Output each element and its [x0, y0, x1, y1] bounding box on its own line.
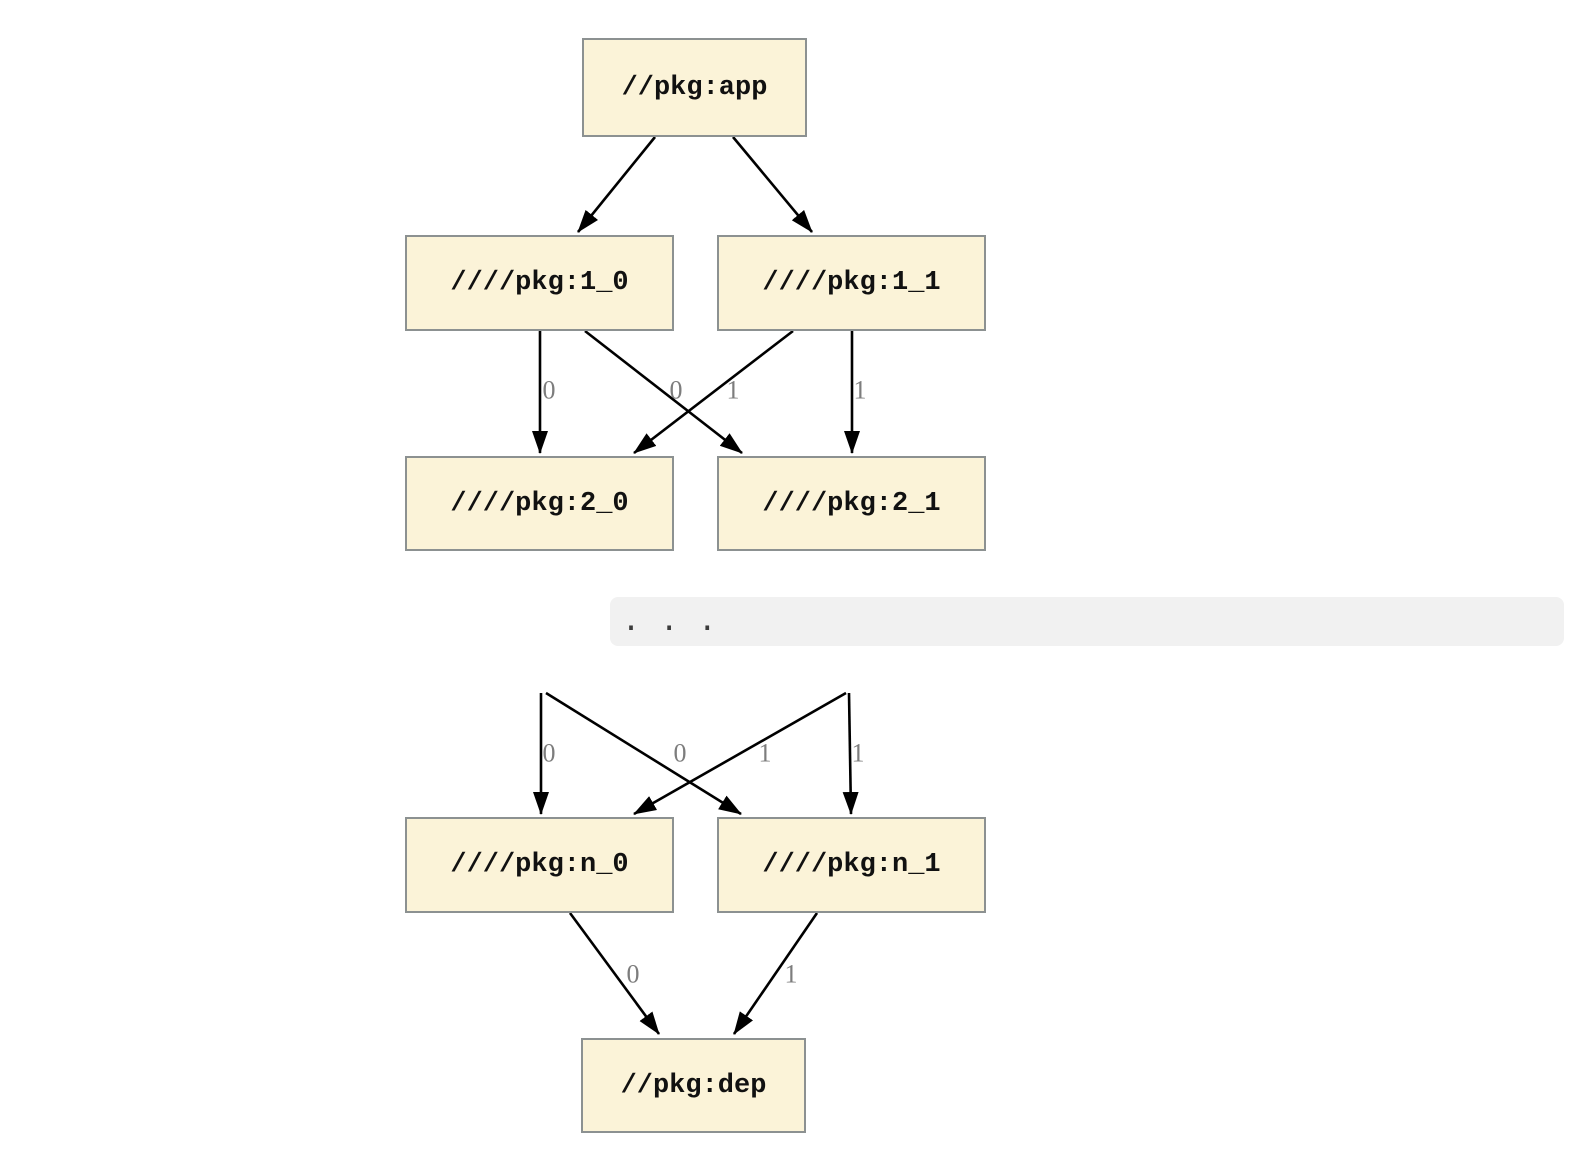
graph-edge-pkg-n-0-to-dep — [568, 912, 661, 1035]
graph-node-label: ////pkg:1_0 — [450, 268, 629, 298]
edge-label: 1 — [785, 960, 798, 989]
graph-node-label: //pkg:app — [621, 72, 768, 103]
edge-label: 0 — [674, 739, 687, 768]
graph-node-pkg-2-1: ////pkg:2_1 — [717, 456, 986, 551]
edge-label: 1 — [852, 739, 865, 768]
graph-node-label: ////pkg:2_0 — [450, 488, 629, 519]
graph-edge-pkg-1-0-to-pkg-2-1 — [584, 329, 743, 455]
graph-node-pkg-n-0: ////pkg:n_0 — [405, 817, 674, 913]
graph-node-pkg-2-0: ////pkg:2_0 — [405, 456, 674, 551]
graph-edge-ellipsis-to-pkg-n-0 — [633, 691, 847, 816]
graph-edge-app-to-pkg-1-1 — [732, 136, 813, 233]
graph-edge-app-to-pkg-1-0 — [576, 136, 657, 233]
graph-edge-pkg-n-1-to-dep — [732, 912, 819, 1035]
graph-node-app: //pkg:app — [582, 38, 807, 137]
edge-label: 0 — [543, 376, 556, 405]
graph-edge-ellipsis-to-pkg-n-1 — [842, 692, 859, 815]
graph-node-label: ////pkg:n_1 — [762, 850, 941, 880]
edge-label: 0 — [543, 739, 556, 768]
graph-node-label: ////pkg:n_0 — [450, 850, 629, 880]
graph-node-pkg-1-0: ////pkg:1_0 — [405, 235, 674, 331]
edge-label: 1 — [759, 739, 772, 768]
edge-label: 1 — [854, 376, 867, 405]
graph-node-pkg-n-1: ////pkg:n_1 — [717, 817, 986, 913]
ellipsis-band: . . . — [610, 597, 1564, 646]
graph-node-label: ////pkg:1_1 — [762, 268, 941, 298]
graph-node-dep: //pkg:dep — [581, 1038, 806, 1133]
graph-edge-pkg-1-1-to-pkg-2-0 — [633, 329, 794, 455]
ellipsis-dots: . . . — [622, 603, 718, 638]
graph-edge-ellipsis-to-pkg-n-1 — [545, 691, 742, 816]
edge-label: 0 — [670, 376, 683, 405]
edge-label: 0 — [627, 960, 640, 989]
graph-node-pkg-1-1: ////pkg:1_1 — [717, 235, 986, 331]
graph-node-label: //pkg:dep — [620, 1070, 767, 1101]
edge-label: 1 — [727, 376, 740, 405]
graph-node-label: ////pkg:2_1 — [762, 488, 941, 519]
